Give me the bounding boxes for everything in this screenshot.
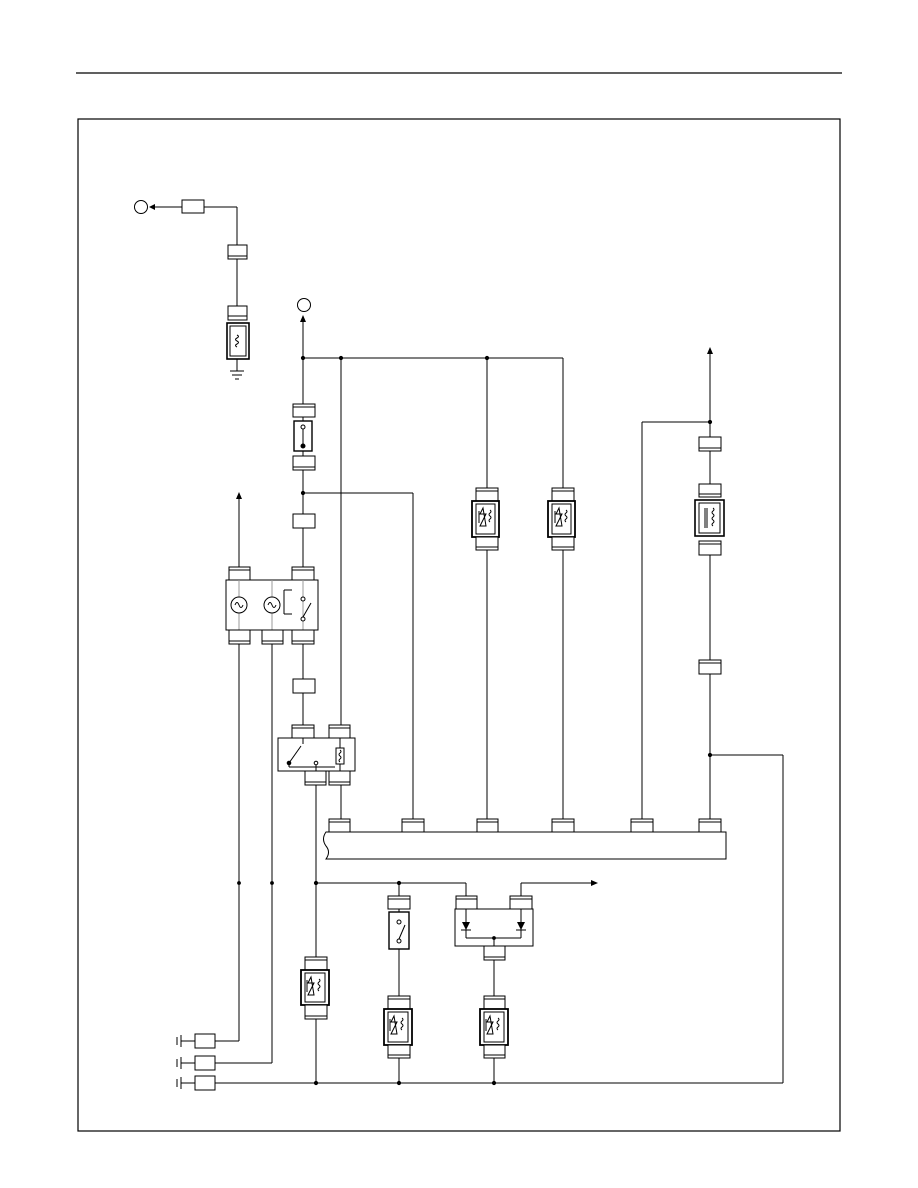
diagram-frame xyxy=(77,118,841,1132)
connector xyxy=(551,536,575,551)
control-module-bar xyxy=(323,831,727,860)
connector xyxy=(291,724,315,739)
junction-dot xyxy=(270,881,274,885)
connector xyxy=(698,483,722,498)
arrow-up-icon xyxy=(236,492,242,499)
switch-module xyxy=(388,911,410,950)
ground-connector xyxy=(176,1033,216,1049)
coil-assembly xyxy=(694,499,725,537)
connector xyxy=(698,818,722,833)
connector xyxy=(551,487,575,502)
ground-icon xyxy=(230,370,244,380)
relay xyxy=(277,737,356,772)
connector xyxy=(292,455,316,471)
connector xyxy=(291,629,315,645)
connector xyxy=(483,995,506,1010)
diode-icon xyxy=(462,922,470,930)
connector xyxy=(475,536,499,551)
connector xyxy=(328,724,351,739)
connector xyxy=(228,629,251,645)
diode-pair-module xyxy=(454,908,534,947)
switch-icon xyxy=(288,745,302,764)
connector xyxy=(304,1004,328,1020)
connector xyxy=(387,995,411,1010)
connector xyxy=(483,1044,506,1059)
connector xyxy=(401,818,425,833)
shielded-coil-device xyxy=(479,1008,509,1046)
connector xyxy=(483,945,506,961)
junction-dot xyxy=(237,881,241,885)
connector xyxy=(227,305,248,321)
connector xyxy=(630,818,654,833)
dual-lamp-relay-unit xyxy=(225,579,319,631)
connector xyxy=(328,770,351,786)
connector xyxy=(551,818,575,833)
junction-dot xyxy=(300,355,306,361)
connector xyxy=(292,678,316,694)
connector xyxy=(304,770,327,786)
connector xyxy=(228,566,251,581)
shielded-coil-device xyxy=(471,500,500,538)
grounded-coil-device xyxy=(226,322,250,360)
connector xyxy=(455,895,478,910)
shielded-coil-device xyxy=(547,500,576,538)
connector xyxy=(698,540,722,556)
circle-reference-left xyxy=(134,200,148,214)
shielded-coil-device xyxy=(300,969,330,1006)
arrow-right-icon xyxy=(591,880,598,886)
connector xyxy=(292,403,316,418)
switch-icon xyxy=(302,602,312,618)
connector xyxy=(261,629,284,645)
fuse xyxy=(293,420,313,452)
connector xyxy=(698,659,722,675)
connector xyxy=(698,436,722,452)
connector xyxy=(387,895,411,910)
arrow-left-icon xyxy=(149,204,155,210)
connector xyxy=(292,513,316,529)
junction-dot xyxy=(313,1080,319,1086)
connector xyxy=(291,566,315,581)
circle-reference-top xyxy=(297,298,311,312)
shielded-coil-device xyxy=(383,1008,413,1046)
connector xyxy=(328,818,351,833)
connector xyxy=(475,487,499,502)
arrow-up-icon xyxy=(707,347,713,354)
ground-connector xyxy=(176,1055,216,1071)
connector xyxy=(387,1044,411,1059)
switch-icon xyxy=(398,924,406,940)
connector xyxy=(476,818,499,833)
connector xyxy=(181,199,205,214)
connector xyxy=(509,895,533,910)
connector xyxy=(227,244,248,260)
connector xyxy=(304,956,328,971)
ground-connector xyxy=(176,1075,216,1091)
junction-dot xyxy=(491,1080,497,1086)
junction-dot xyxy=(396,1080,402,1086)
diode-icon xyxy=(517,922,525,930)
arrow-up-icon xyxy=(300,315,306,322)
